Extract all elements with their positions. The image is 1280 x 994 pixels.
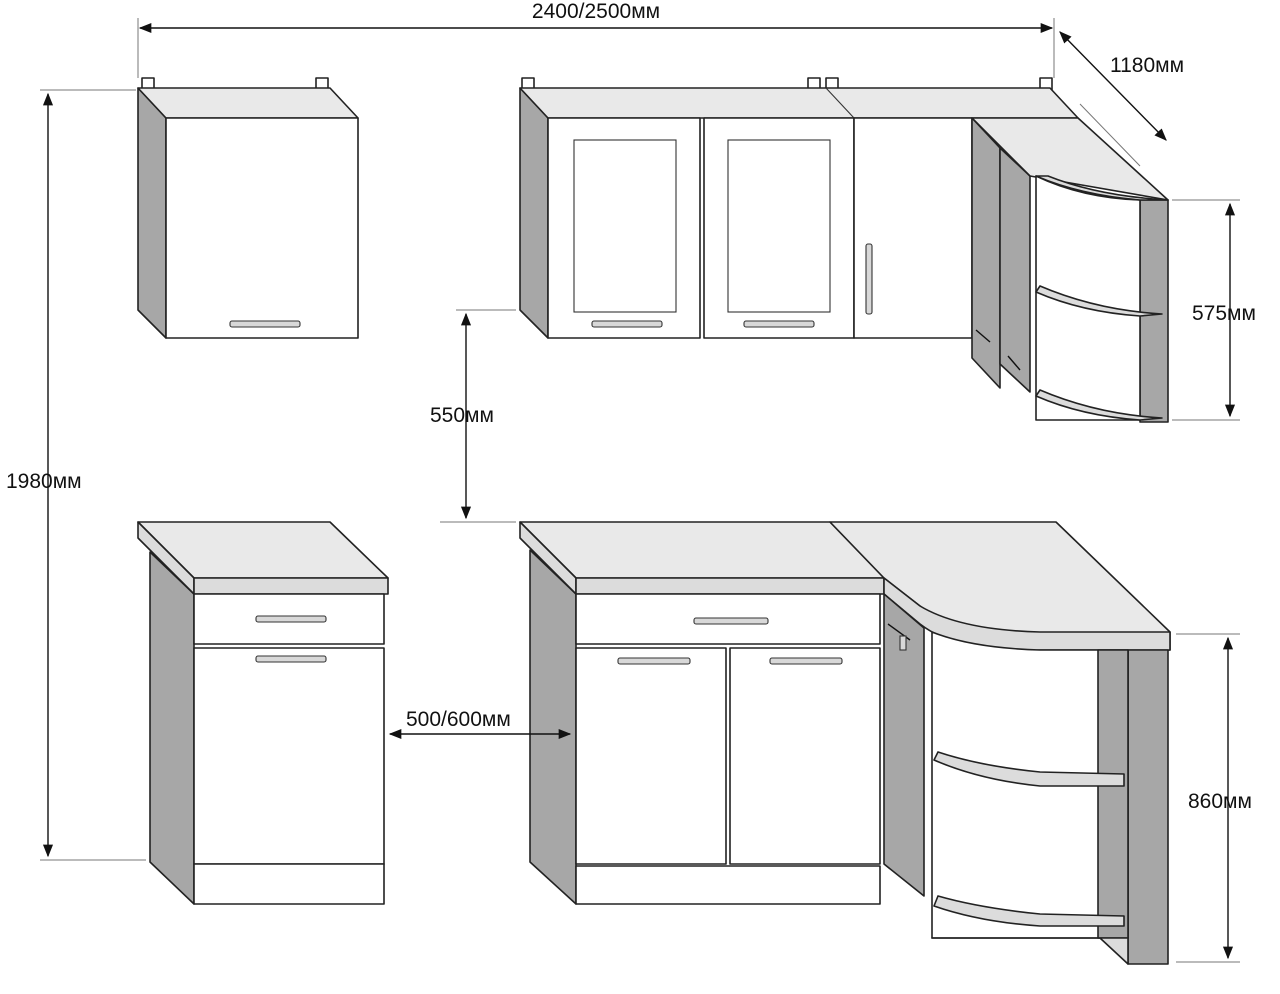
dimension-total-width: 2400/2500мм	[137, 0, 1055, 78]
cabinet-side-panel	[519, 87, 549, 339]
door-handle	[229, 320, 301, 328]
open-door-panel	[971, 117, 1001, 389]
shelf	[933, 751, 1125, 787]
dimension-label: 550мм	[430, 404, 494, 427]
door-handle	[617, 657, 691, 665]
plinth	[575, 865, 881, 905]
dimension-module-width: 500/600мм	[388, 708, 572, 740]
shelf	[933, 895, 1125, 927]
corner-shelf-unit	[931, 631, 1169, 965]
dimension-lower-height: 860мм	[1176, 633, 1252, 963]
open-door-panel	[999, 147, 1031, 393]
dimension-total-height: 1980мм	[6, 89, 146, 861]
dimension-label: 860мм	[1188, 790, 1252, 813]
dimension-upper-height: 575мм	[1172, 199, 1256, 421]
dimension-label: 575мм	[1192, 302, 1256, 325]
cabinet-door[interactable]	[853, 117, 973, 339]
plinth	[193, 863, 385, 905]
shelf	[1035, 389, 1163, 421]
door-handle	[255, 655, 327, 663]
dimension-corner-depth: 1180мм	[1059, 31, 1184, 167]
cabinet-door[interactable]	[575, 647, 727, 865]
dimension-gap-height: 550мм	[430, 309, 516, 523]
cabinet-side-panel	[529, 549, 577, 905]
cabinet-top-panel	[519, 87, 1079, 119]
shelf	[1035, 285, 1163, 317]
glass-door[interactable]	[703, 117, 855, 339]
corner-shelf-unit	[1035, 175, 1169, 423]
cabinet-side-panel	[149, 551, 195, 905]
cabinet-door[interactable]	[729, 647, 881, 865]
dimension-label: 1180мм	[1110, 54, 1184, 77]
cabinet-side-panel	[137, 87, 167, 339]
upper-cabinet-run	[519, 77, 1169, 423]
lower-single-cabinet	[137, 521, 389, 905]
open-door-panel	[883, 593, 925, 897]
dimension-label: 1980мм	[6, 470, 82, 493]
door-handle	[743, 320, 815, 328]
door-handle	[865, 243, 873, 315]
drawer-handle	[255, 615, 327, 623]
cabinet-top-panel	[137, 87, 359, 119]
lower-cabinet-run	[519, 521, 1171, 965]
glass-door[interactable]	[547, 117, 701, 339]
dimension-label: 500/600мм	[406, 708, 511, 731]
hanging-bracket	[521, 77, 1053, 91]
cabinet-door[interactable]	[193, 647, 385, 865]
door-handle	[591, 320, 663, 328]
drawer-handle	[693, 617, 769, 625]
upper-single-cabinet	[137, 77, 359, 339]
cabinet-door[interactable]	[165, 117, 359, 339]
door-handle	[769, 657, 843, 665]
hanging-bracket	[141, 77, 329, 91]
dimension-label: 2400/2500мм	[532, 0, 660, 23]
countertop	[519, 521, 885, 579]
